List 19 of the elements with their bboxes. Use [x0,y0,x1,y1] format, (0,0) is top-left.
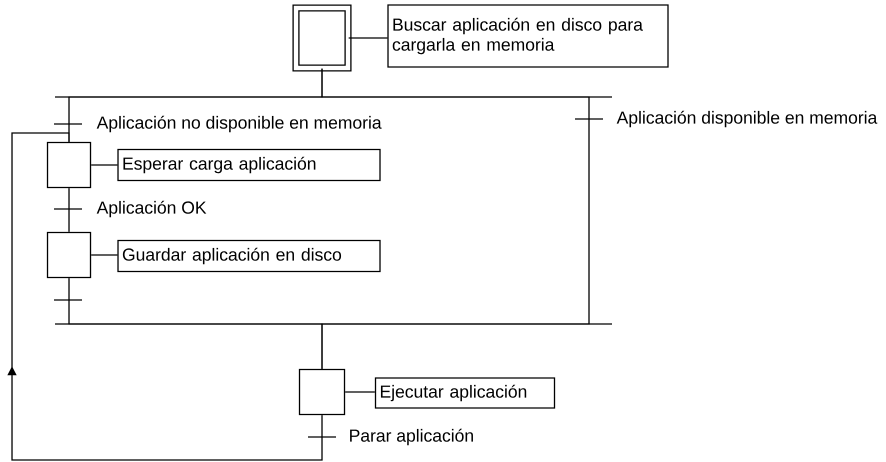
step-box [46,232,92,278]
initial-step-box [292,4,352,72]
transition-label: Aplicación OK [96,200,206,218]
step-box [298,368,346,416]
transition-label: Parar aplicación [350,428,473,446]
connector-line [345,391,375,393]
connector-line [91,254,118,256]
connector-line [348,37,388,39]
action-box: Ejecutar aplicación [374,377,556,409]
connector-line [68,188,70,232]
arrow [7,132,323,461]
connector-line [321,68,590,369]
connector-line [91,164,118,166]
action-box: Buscar aplicación en disco para cargarla en memoria [387,4,669,68]
step-box [46,142,92,188]
transition-label: Aplicación no disponible en memoria [96,116,382,132]
action-box: Esperar carga aplicación [117,148,381,182]
action-box: Guardar aplicación en disco [117,240,381,272]
transition-label: Aplicación disponible en memoria [616,110,878,128]
